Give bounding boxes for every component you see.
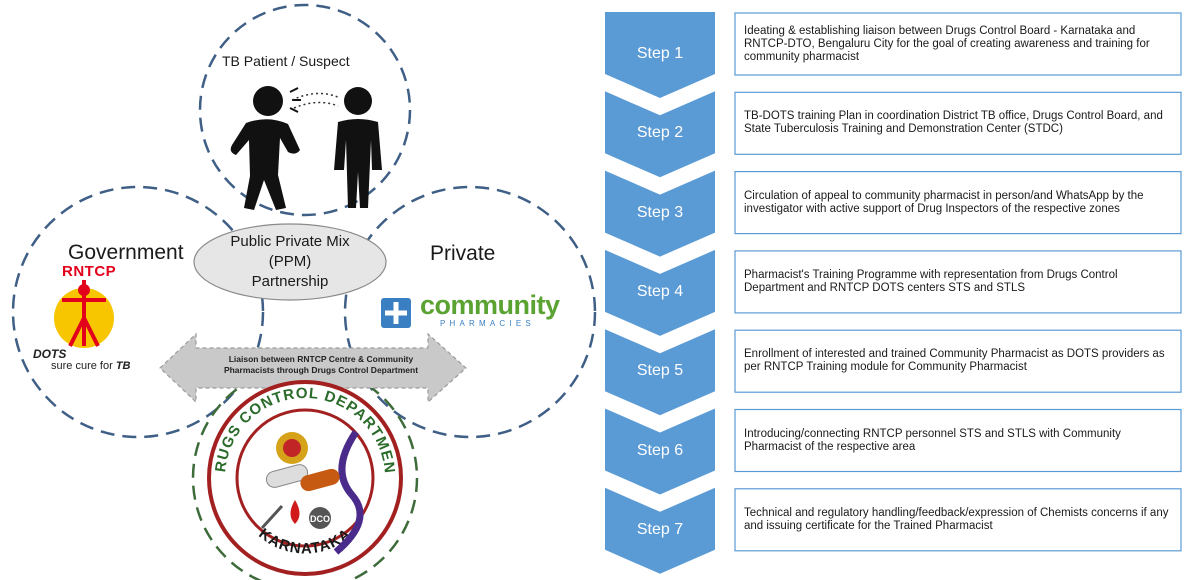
step-1-label: Step 1 <box>636 45 684 62</box>
step-7-box <box>734 488 1182 552</box>
step-1-chevron <box>605 12 715 98</box>
ppm-ellipse <box>193 223 387 301</box>
step-3-box <box>734 171 1182 235</box>
liaison-label: Liaison between RNTCP Centre & Community… <box>196 354 446 376</box>
ppm-line-2: (PPM) <box>268 253 312 270</box>
liaison-double-arrow <box>159 332 467 404</box>
rntcp-logo-text: RNTCP <box>62 263 117 280</box>
step-2-text: TB-DOTS training Plan in coordination Di… <box>744 110 1163 136</box>
community-logo-text: community <box>420 290 560 320</box>
seal-dco-text: DCO <box>310 514 330 524</box>
step-5-box <box>734 329 1182 393</box>
step-3-text: Circulation of appeal to community pharm… <box>744 189 1144 215</box>
step-1-text: Ideating & establishing liaison between … <box>744 24 1150 63</box>
step-2-chevron <box>605 91 715 178</box>
step-4-text: Pharmacist's Training Programme with rep… <box>744 268 1118 294</box>
step-7-chevron <box>605 487 715 574</box>
step-2-label: Step 2 <box>636 124 684 142</box>
step-2-box <box>734 91 1182 155</box>
ppm-line-3: Partnership <box>251 273 329 290</box>
coughing-patient-icon <box>230 86 301 210</box>
dots-logo-text: DOTS <box>33 347 67 361</box>
private-label: Private <box>430 242 496 265</box>
step-5-chevron <box>605 329 715 416</box>
step-6-box <box>734 408 1182 473</box>
step-5-text: Enrollment of interested and trained Com… <box>744 348 1165 374</box>
step-6-text: Introducing/connecting RNTCP personnel S… <box>744 427 1121 453</box>
cough-droplets-icon <box>291 92 341 109</box>
step-7-text: Technical and regulatory handling/feedba… <box>744 506 1169 532</box>
liaison-line-1: Liaison between RNTCP Centre & Community <box>228 354 414 364</box>
patient-circle <box>198 3 412 217</box>
step-4-label: Step 4 <box>636 282 684 300</box>
step-1-box <box>734 12 1182 76</box>
step-6-chevron <box>605 408 715 495</box>
ppm-line-1: Public Private Mix <box>230 233 350 250</box>
drugs-control-circle <box>191 364 419 580</box>
steps-flow <box>605 12 1182 574</box>
sure-cure-tb: TB <box>115 360 131 372</box>
suspect-person-icon <box>334 87 382 208</box>
step-6-label: Step 6 <box>636 441 684 459</box>
government-circle <box>11 185 265 439</box>
step-5-label: Step 5 <box>636 362 684 380</box>
patient-label: TB Patient / Suspect <box>222 53 350 69</box>
pharmacies-logo-text: PHARMACIES <box>440 319 535 328</box>
sure-cure-label: sure cure for <box>51 360 116 372</box>
sure-cure-text: sure cure for TB <box>51 360 130 372</box>
step-3-label: Step 3 <box>636 203 684 221</box>
private-circle <box>343 185 597 439</box>
step-7-label: Step 7 <box>636 520 684 538</box>
liaison-line-2: Pharmacists through Drugs Control Depart… <box>223 365 419 375</box>
step-4-chevron <box>605 249 715 336</box>
pharmacy-cross-icon <box>381 298 411 328</box>
rntcp-logo-icon <box>54 280 114 348</box>
step-4-box <box>734 250 1182 314</box>
step-3-chevron <box>605 170 715 257</box>
ppm-label: Public Private Mix (PPM) Partnership <box>212 232 368 292</box>
government-label: Government <box>68 241 184 264</box>
